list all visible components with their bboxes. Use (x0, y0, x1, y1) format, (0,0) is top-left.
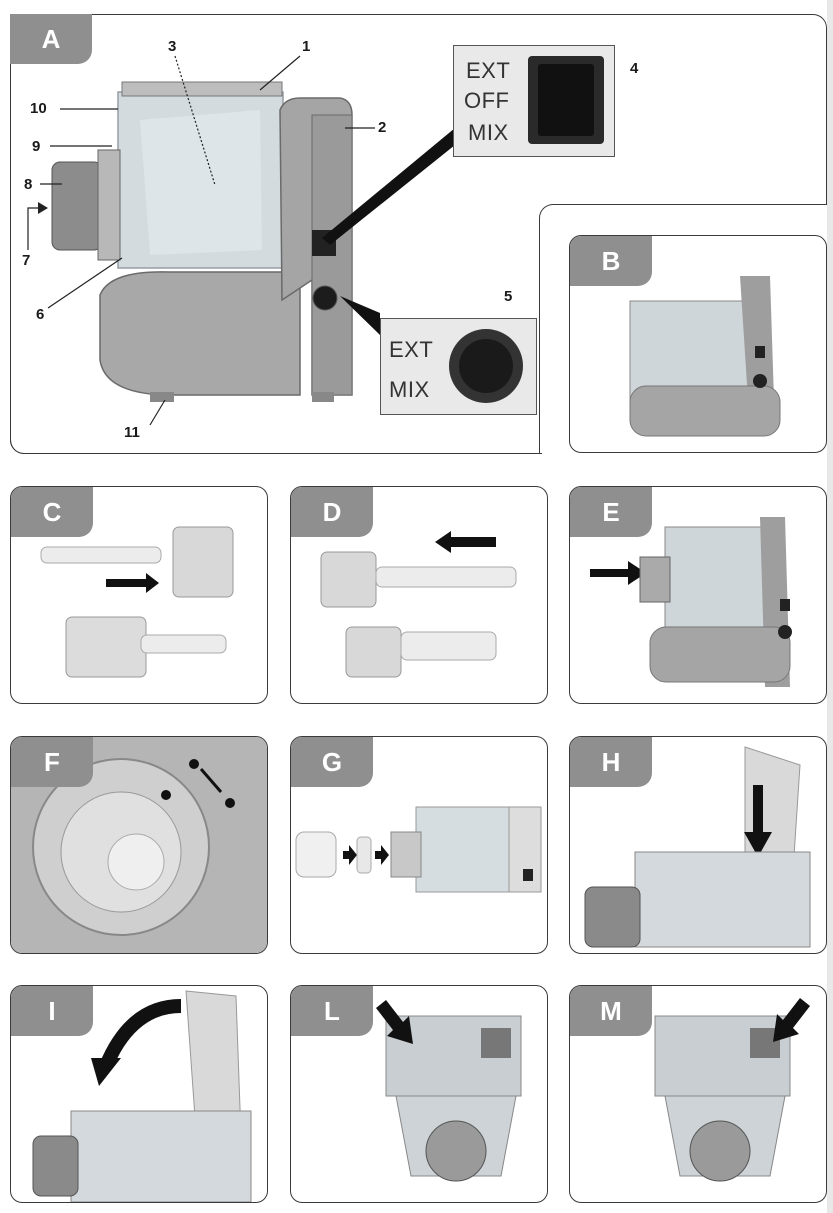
panel-c: C (10, 486, 268, 704)
lid-slot-left-image (376, 1000, 522, 1182)
panel-e-tab: E (570, 487, 652, 537)
panel-b-tab: B (570, 236, 652, 286)
switch-inset: EXT OFF MIX (453, 45, 615, 157)
panel-m: M (569, 985, 827, 1203)
switch-label-off: OFF (464, 88, 510, 113)
panel-i: I (10, 985, 268, 1203)
panel-l-tab: L (291, 986, 373, 1036)
panel-a-tab: A (10, 14, 92, 64)
callout-6: 6 (36, 306, 45, 323)
callout-4: 4 (630, 60, 639, 77)
panel-i-tab: I (11, 986, 93, 1036)
panel-f: F (10, 736, 268, 954)
callout-1: 1 (302, 38, 311, 55)
callout-9: 9 (32, 138, 41, 155)
button-label-ext: EXT (389, 337, 434, 362)
button-label-mix: MIX (389, 377, 430, 402)
lid-closing-image (584, 746, 811, 948)
panel-f-tab: F (11, 737, 93, 787)
panel-g-tab: G (291, 737, 373, 787)
callout-10: 10 (30, 100, 47, 117)
panel-c-tab: C (11, 487, 93, 537)
rocker-switch-icon (528, 56, 604, 144)
panel-d: D (290, 486, 548, 704)
panel-d-tab: D (291, 487, 373, 537)
panel-g: G (290, 736, 548, 954)
callout-2: 2 (378, 119, 387, 136)
panel-l: L (290, 985, 548, 1203)
callout-5: 5 (504, 288, 513, 305)
panel-h-tab: H (570, 737, 652, 787)
mixer-assembly-image (320, 531, 517, 678)
auger-assembly-image (40, 526, 234, 678)
callout-7: 7 (22, 252, 31, 269)
lid-rotate-image (32, 990, 252, 1202)
button-inset: EXT MIX (380, 318, 537, 415)
machine-closed-image (629, 276, 781, 437)
panel-b: B (569, 235, 827, 453)
push-button-icon (449, 329, 523, 403)
lid-slot-right-image (654, 998, 810, 1182)
nut-disk-image (295, 806, 542, 893)
page-edge-scrollbar[interactable] (827, 0, 833, 1213)
switch-label-ext: EXT (466, 58, 511, 83)
callout-3: 3 (168, 38, 177, 55)
insert-assembly-image (590, 517, 792, 687)
panel-h: H (569, 736, 827, 954)
callout-11: 11 (124, 424, 140, 441)
callout-8: 8 (24, 176, 33, 193)
panel-e: E (569, 486, 827, 704)
switch-label-mix: MIX (468, 120, 509, 145)
panel-m-tab: M (570, 986, 652, 1036)
